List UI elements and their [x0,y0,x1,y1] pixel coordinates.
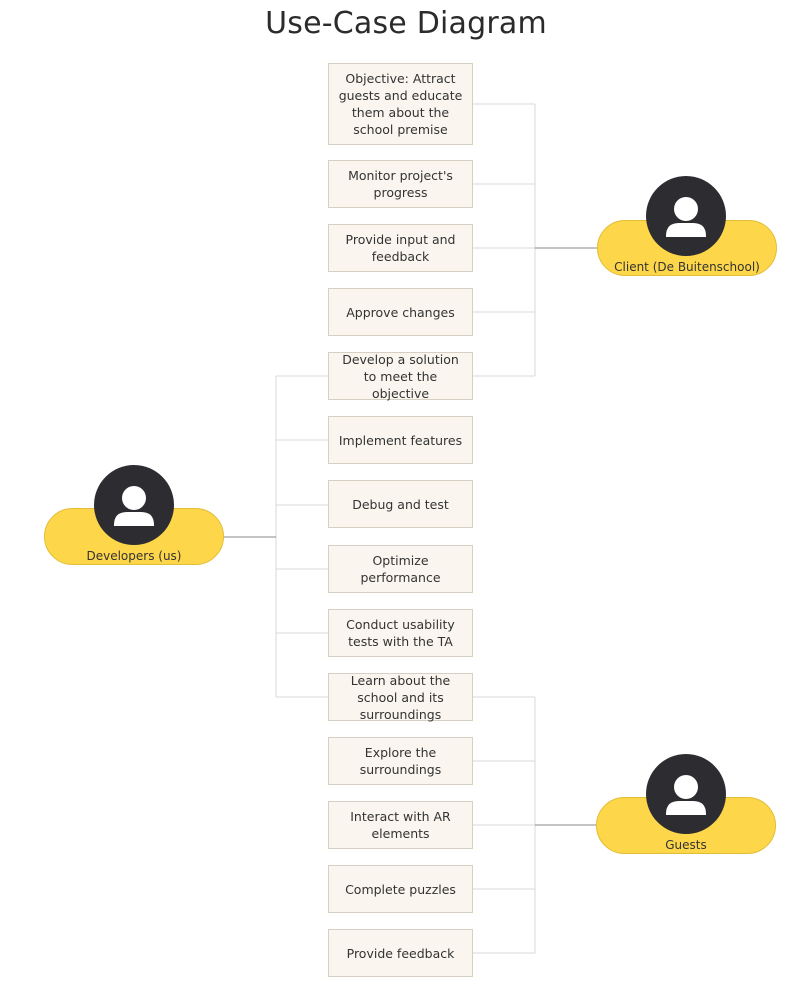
use-case-learn-school: Learn about the school and its surroundi… [328,673,473,722]
use-case-implement-features: Implement features [328,416,473,464]
use-case-interact-ar: Interact with AR elements [328,801,473,849]
use-case-attract-guests: Objective: Attract guests and educate th… [328,63,473,145]
use-case-optimize-performance: Optimize performance [328,545,473,593]
use-case-explore-surroundings: Explore the surroundings [328,737,473,785]
use-case-develop-solution: Develop a solution to meet the objective [328,352,473,401]
actor-client-label: Client (De Buitenschool) [614,260,760,274]
actor-guests-pill [596,797,776,854]
use-case-approve-changes: Approve changes [328,288,473,336]
user-icon [646,176,726,256]
actor-guests: Guests [596,754,778,856]
use-case-debug-test: Debug and test [328,480,473,528]
user-icon [94,465,174,545]
actor-guests-label: Guests [665,838,707,852]
diagram-title: Use-Case Diagram [265,6,547,41]
actor-developers-label: Developers (us) [86,549,182,563]
actor-client: Client (De Buitenschool) [597,176,779,278]
actor-developers: Developers (us) [44,465,226,567]
use-case-monitor-progress: Monitor project's progress [328,160,473,208]
use-case-usability-tests: Conduct usability tests with the TA [328,609,473,657]
use-case-complete-puzzles: Complete puzzles [328,865,473,913]
use-case-provide-input: Provide input and feedback [328,224,473,272]
user-icon [646,754,726,834]
use-case-provide-feedback: Provide feedback [328,929,473,977]
